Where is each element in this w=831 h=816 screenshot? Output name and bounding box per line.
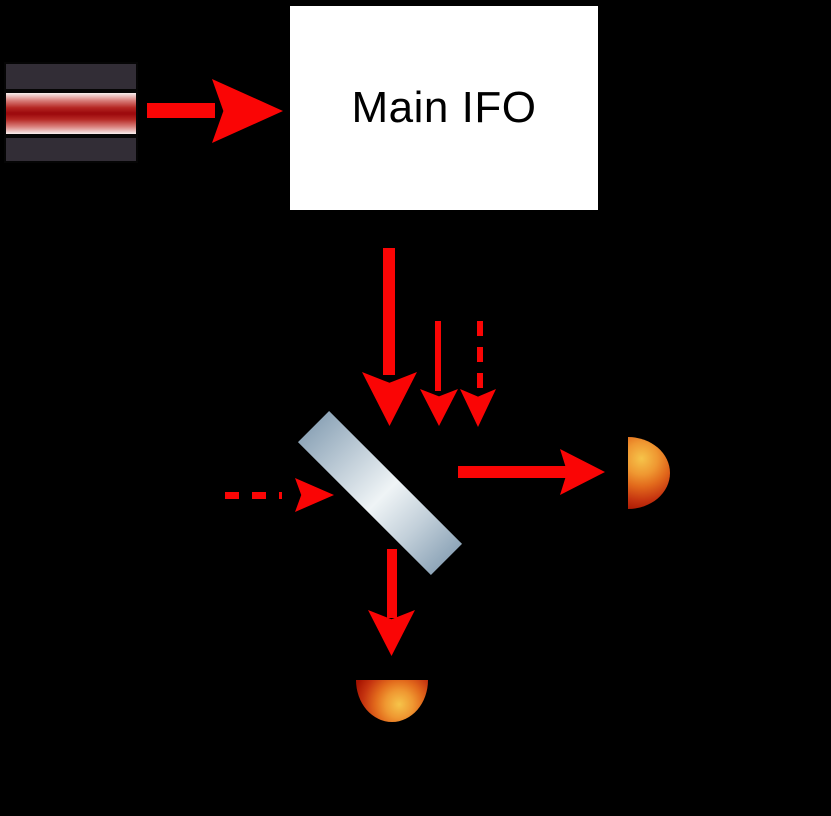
signal-down-arrow-head xyxy=(420,389,458,426)
laser-beam-stripe xyxy=(4,91,138,136)
carrier-down-arrow-shaft xyxy=(383,248,395,375)
laser-housing-top xyxy=(4,62,138,91)
laser-to-ifo-arrow-head xyxy=(212,79,283,143)
laser-housing-bottom xyxy=(4,136,138,163)
main-ifo-label: Main IFO xyxy=(351,83,537,132)
photodetector-right xyxy=(628,437,670,509)
photodetector-bottom xyxy=(356,680,428,722)
vacuum-down-arrow-shaft xyxy=(477,321,483,389)
to-right-detector-arrow-shaft xyxy=(458,466,570,478)
carrier-down-arrow-head xyxy=(362,372,417,426)
vacuum-down-arrow-head xyxy=(460,389,496,427)
vacuum-side-arrow-shaft xyxy=(225,492,282,499)
signal-down-arrow-shaft xyxy=(435,321,441,391)
vacuum-side-arrow-head xyxy=(295,478,334,512)
laser-source xyxy=(4,62,138,163)
main-ifo-box: Main IFO xyxy=(287,3,601,213)
laser-to-ifo-arrow-shaft xyxy=(147,103,215,118)
to-bottom-detector-arrow-shaft xyxy=(387,549,397,618)
